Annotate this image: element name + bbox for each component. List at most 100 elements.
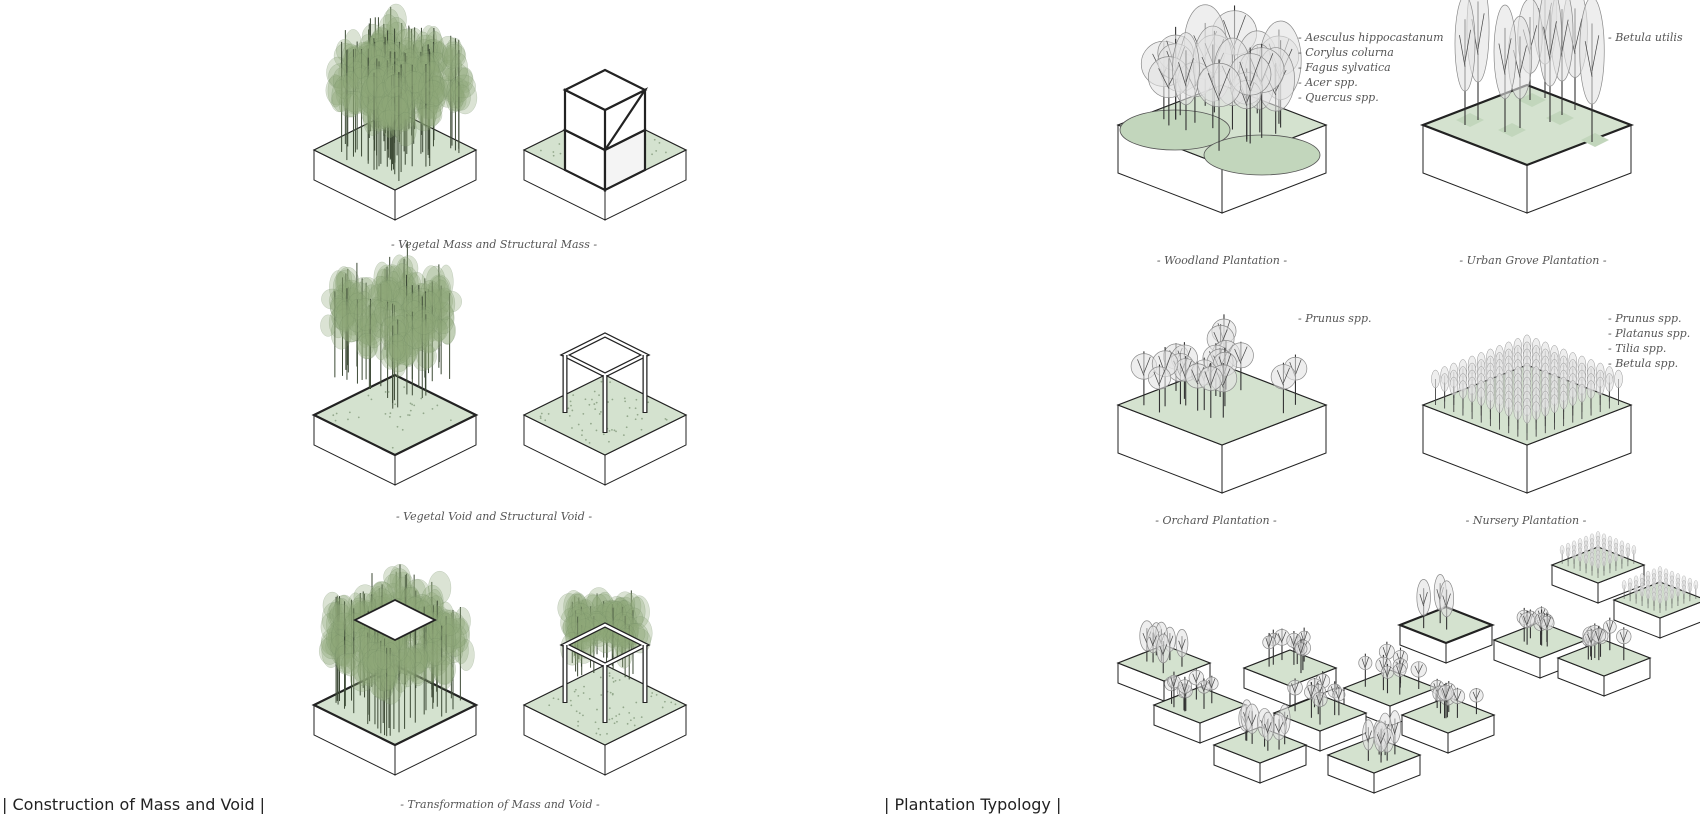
tree-foliage <box>387 339 411 364</box>
box-top-surface <box>1492 621 1588 659</box>
tree-foliage <box>449 76 465 105</box>
tree-branch <box>1598 629 1603 640</box>
tree-foliage <box>385 301 405 334</box>
tree-foliage <box>356 317 373 348</box>
tree-foliage <box>416 87 439 120</box>
tree-foliage <box>362 649 385 674</box>
tree-foliage <box>361 641 384 670</box>
tree-foliage <box>434 653 456 685</box>
tree-branch <box>1391 723 1396 735</box>
tree-foliage <box>374 289 390 316</box>
tree-branch <box>1307 687 1312 699</box>
tree-branch <box>1445 686 1451 698</box>
tree-foliage <box>383 566 402 588</box>
sapling-crown <box>1449 376 1459 396</box>
ground-dot <box>655 150 658 152</box>
tree-foliage <box>335 292 353 318</box>
ground-dot <box>653 138 656 141</box>
tree-branch <box>1234 348 1242 364</box>
tree-foliage <box>378 289 403 311</box>
ground-dot <box>594 408 597 411</box>
tree-foliage <box>332 638 353 666</box>
tree-foliage <box>402 649 424 682</box>
tree-foliage <box>335 640 356 668</box>
tree-foliage <box>374 300 398 327</box>
tree-branch <box>1274 723 1280 734</box>
sapling-crown <box>1601 556 1607 567</box>
ground-dot <box>599 733 602 736</box>
tree-foliage <box>409 579 427 610</box>
ground-dot <box>582 714 584 717</box>
tree-foliage <box>342 91 367 113</box>
ground-dot <box>370 398 373 401</box>
ground-dot <box>578 712 581 715</box>
tree-foliage <box>570 593 587 619</box>
tree-foliage <box>320 632 344 660</box>
ground-dot <box>634 418 637 421</box>
tree-foliage <box>365 303 381 326</box>
tree-foliage <box>428 570 452 605</box>
tree-foliage <box>381 642 400 677</box>
sapling-crown <box>1693 580 1699 590</box>
tree-foliage <box>388 332 411 362</box>
sapling-crown <box>1613 552 1619 562</box>
tree-foliage <box>343 71 359 92</box>
tree-foliage <box>444 639 464 664</box>
tree-foliage <box>437 317 456 344</box>
tree-foliage <box>353 651 372 687</box>
tree-foliage <box>440 54 463 77</box>
void-opening <box>352 598 438 642</box>
tree-branch <box>1142 633 1148 644</box>
tree-crown <box>1538 0 1562 87</box>
ground-dot <box>635 701 638 704</box>
tree-foliage <box>418 104 443 127</box>
ground-dot <box>661 706 664 709</box>
sapling-crown <box>1669 589 1675 599</box>
tree-foliage <box>331 304 355 331</box>
ground-dot <box>588 441 591 444</box>
ground-dot <box>663 700 666 703</box>
ground-dot <box>640 716 643 719</box>
ground-dot <box>539 417 542 419</box>
ground-dot <box>387 391 390 393</box>
tree-foliage <box>448 82 464 112</box>
tree-foliage <box>422 633 444 663</box>
tree-foliage <box>422 85 446 114</box>
ground-dot <box>567 407 570 410</box>
tree-foliage <box>419 318 436 347</box>
tree-branch <box>1181 639 1186 649</box>
tree-foliage <box>349 664 375 692</box>
tree-foliage <box>435 611 452 641</box>
tree-foliage <box>370 26 393 61</box>
tree-branch <box>1208 679 1213 689</box>
ground-dot <box>582 412 585 415</box>
ground-dot <box>571 427 573 429</box>
ground-dot <box>403 386 406 389</box>
tree-foliage <box>399 648 416 671</box>
ground-dot <box>582 692 585 694</box>
tree-foliage <box>329 295 347 318</box>
ground-dot <box>401 428 404 431</box>
tree-crown <box>1454 0 1476 92</box>
sapling-crown <box>1681 584 1687 595</box>
tree-branch <box>1178 62 1187 87</box>
tree-foliage <box>594 603 617 630</box>
tree-branch <box>1203 681 1208 691</box>
tree-branch <box>1394 722 1399 733</box>
frame-top-ring-inner <box>562 333 648 377</box>
tree-foliage <box>331 79 351 113</box>
ground-dot <box>593 390 596 393</box>
tree-foliage <box>369 299 387 323</box>
tree-foliage <box>399 70 423 102</box>
sapling-crown <box>1639 587 1645 597</box>
tree-foliage <box>360 88 376 114</box>
structural-mass-block <box>522 68 688 221</box>
tree-foliage <box>361 83 381 107</box>
ground-dot <box>626 415 629 418</box>
cube-face-left <box>563 88 607 152</box>
tree-foliage <box>358 308 378 341</box>
tree-branch <box>1179 363 1187 379</box>
tree-crown <box>1579 0 1605 105</box>
grove-pit <box>1518 93 1546 107</box>
tree-branch <box>1382 647 1388 659</box>
